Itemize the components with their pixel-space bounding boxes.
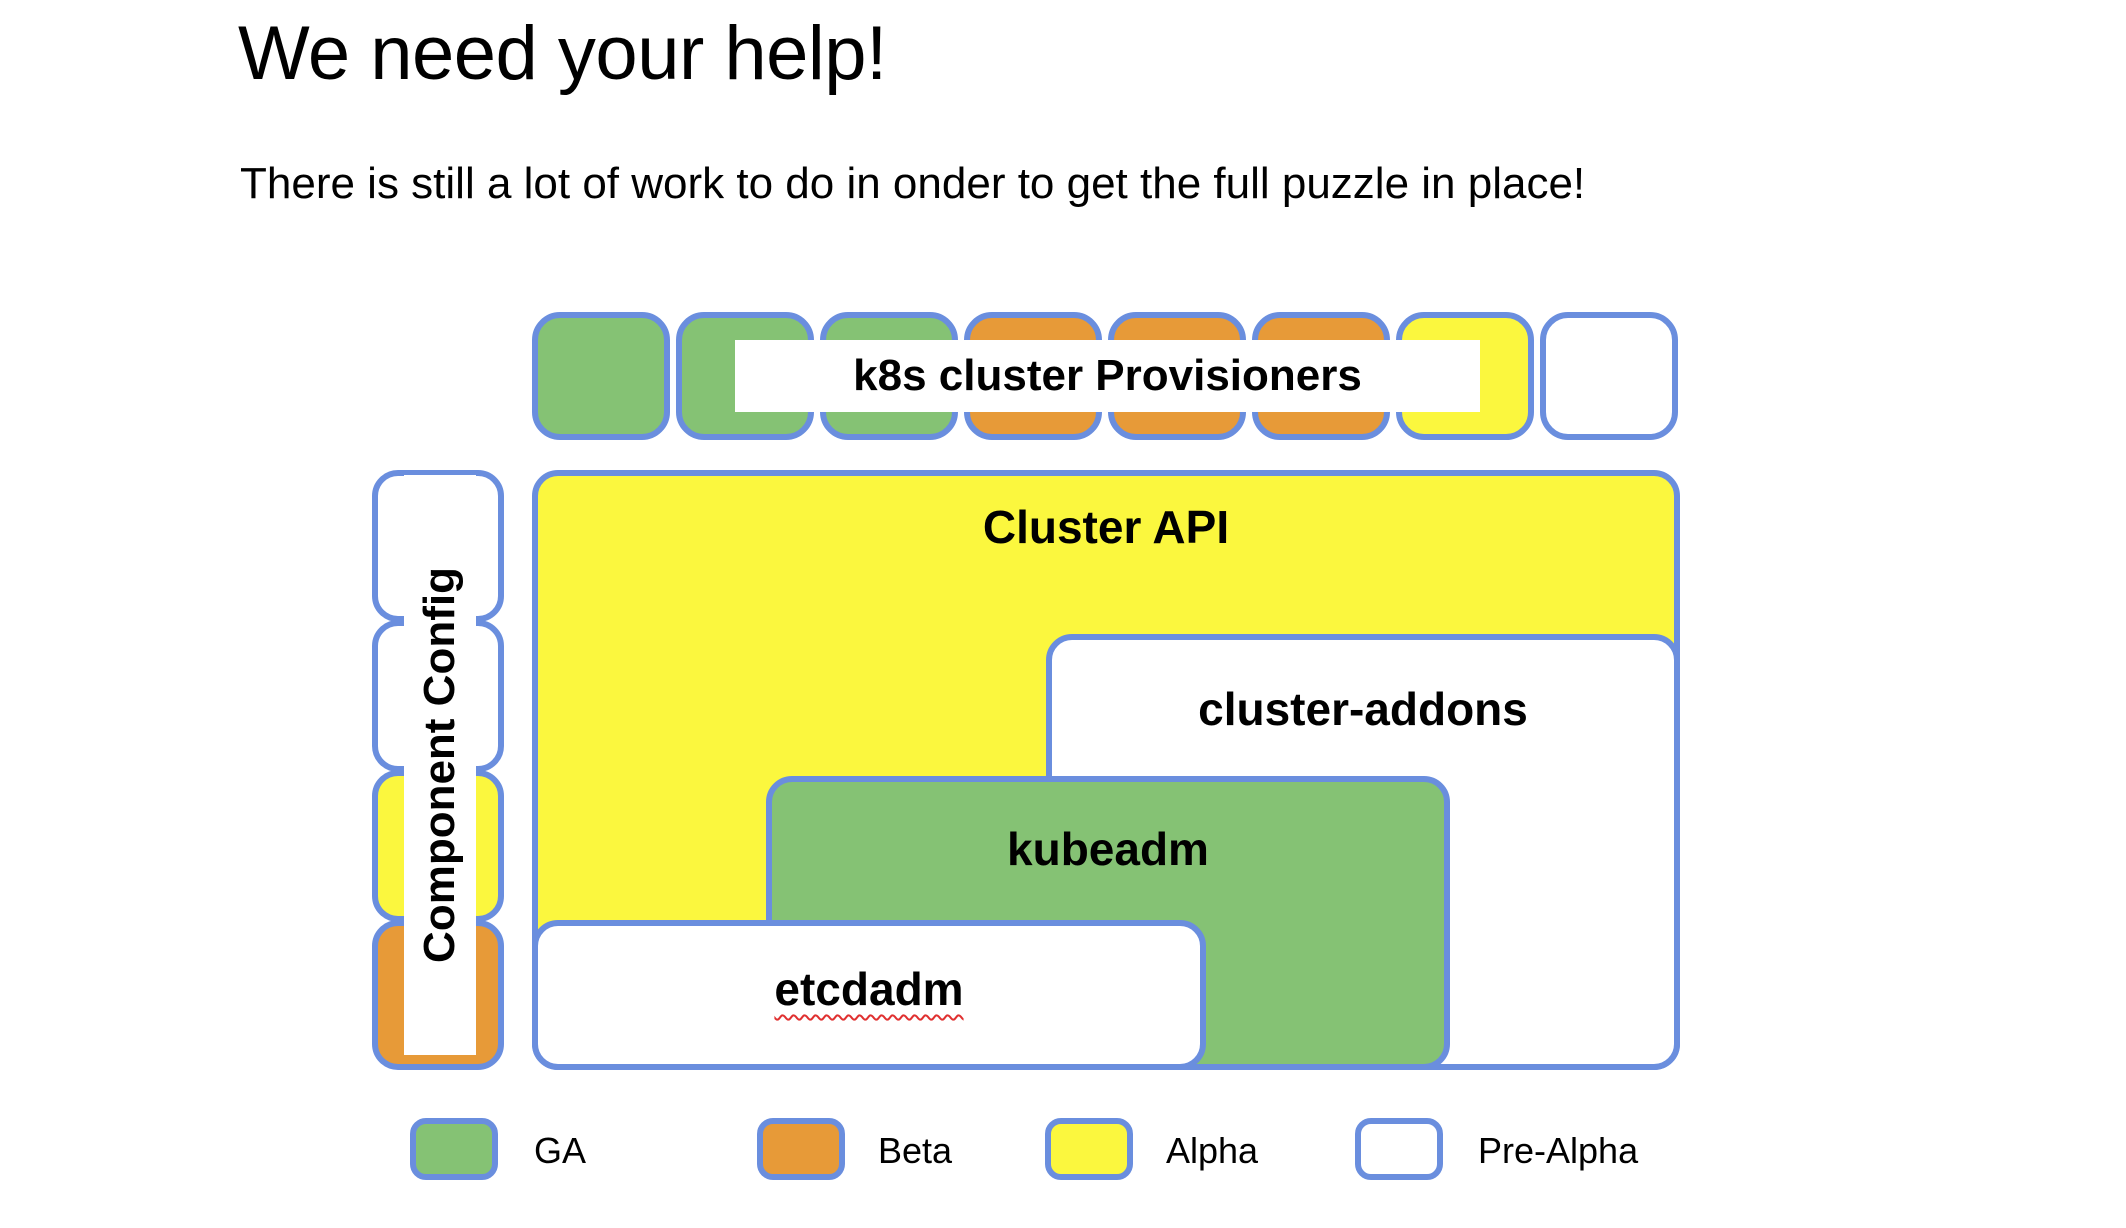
legend-label-alpha: Alpha bbox=[1166, 1130, 1259, 1171]
provisioner-box-8 bbox=[1540, 312, 1678, 440]
provisioners-caption-text: k8s cluster Provisioners bbox=[853, 351, 1362, 400]
component-config-caption-text: Component Config bbox=[415, 567, 464, 963]
legend-swatch-alpha bbox=[1045, 1118, 1133, 1180]
legend-swatch-beta bbox=[757, 1118, 845, 1180]
cluster-api-label: Cluster API bbox=[982, 501, 1230, 553]
legend-swatch-ga bbox=[410, 1118, 498, 1180]
legend-label-ga: GA bbox=[534, 1130, 587, 1171]
legend-swatch-pre-alpha bbox=[1355, 1118, 1443, 1180]
page-title: We need your help! bbox=[238, 11, 887, 96]
provisioners-caption: k8s cluster Provisioners bbox=[735, 340, 1480, 412]
provisioner-box-1 bbox=[532, 312, 670, 440]
component-config-caption: Component Config bbox=[404, 475, 476, 1055]
etcdadm-box bbox=[532, 920, 1206, 1070]
legend-label-pre-alpha: Pre-Alpha bbox=[1478, 1130, 1639, 1171]
legend-label-beta: Beta bbox=[878, 1130, 953, 1171]
etcdadm-label: etcdadm bbox=[774, 963, 964, 1015]
cluster-addons-label: cluster-addons bbox=[1198, 683, 1528, 735]
page-subtitle: There is still a lot of work to do in on… bbox=[240, 159, 1586, 208]
kubeadm-label: kubeadm bbox=[1007, 823, 1209, 875]
